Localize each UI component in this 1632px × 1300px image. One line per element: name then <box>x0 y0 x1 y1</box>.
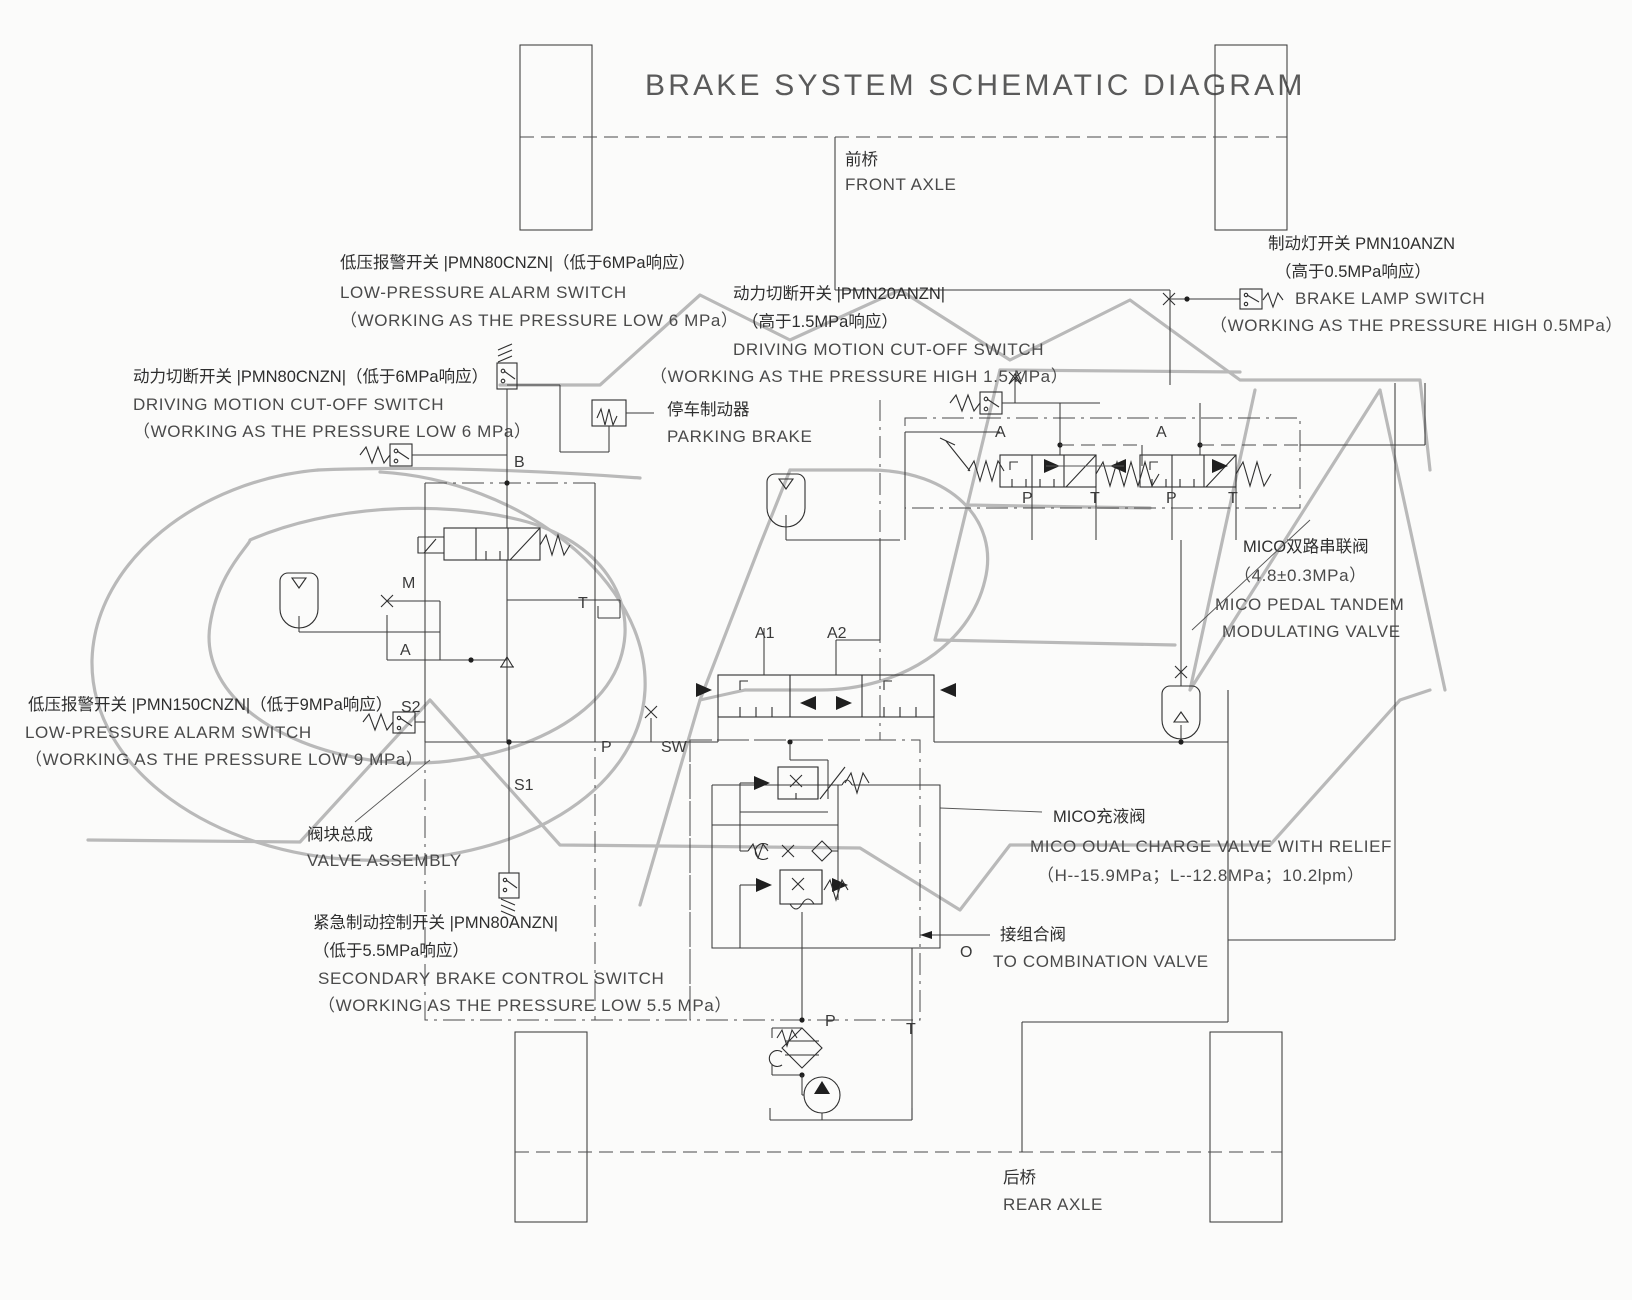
lpa6-cn: 低压报警开关 |PMN80CNZN|（低于6MPa响应） <box>340 253 695 272</box>
front-axle-label-en: FRONT AXLE <box>845 175 957 194</box>
mcv-en: MICO OUAL CHARGE VALVE WITH RELIEF <box>1030 837 1392 856</box>
front-axle-label-cn: 前桥 <box>845 150 878 169</box>
cv-cn: 接组合阀 <box>1000 925 1066 944</box>
pb-cn: 停车制动器 <box>667 400 750 419</box>
label-valve-assembly: 阀块总成 VALVE ASSEMBLY <box>307 759 462 870</box>
mt-en2: MODULATING VALVE <box>1222 622 1401 641</box>
measuring-point-m-icon <box>380 594 441 632</box>
connection-lines <box>424 383 1426 941</box>
dco15-cn2: （高于1.5MPa响应） <box>742 312 898 331</box>
accumulator-icon-upper-left <box>279 572 440 633</box>
port-label-m: M <box>402 575 415 592</box>
cv-en: TO COMBINATION VALVE <box>993 952 1209 971</box>
mico-charge-valve-internals <box>711 739 941 949</box>
parking-brake-icon <box>559 385 654 453</box>
sbcs-cn1: 紧急制动控制开关 |PMN80ANZN| <box>313 913 558 932</box>
dco15-en2: （WORKING AS THE PRESSURE HIGH 1.5 MPa） <box>650 367 1068 386</box>
mt-en1: MICO PEDAL TANDEM <box>1215 595 1404 614</box>
port-label-a: A <box>400 642 411 659</box>
bls-cn2: （高于0.5MPa响应） <box>1275 262 1431 281</box>
lpa9-en1: LOW-PRESSURE ALARM SWITCH <box>25 723 312 742</box>
watermark-open <box>86 288 1447 912</box>
port-label-pump-p: P <box>825 1013 836 1030</box>
electrical-switch-icon-driving-cutoff <box>359 443 507 467</box>
lpa9-en2: （WORKING AS THE PRESSURE LOW 9 MPa） <box>25 750 424 769</box>
lpa6-en1: LOW-PRESSURE ALARM SWITCH <box>340 283 627 302</box>
pressure-line-p <box>425 705 690 745</box>
accumulator-icon-upper-mid <box>766 473 900 541</box>
label-brake-lamp-switch: 制动灯开关 PMN10ANZN （高于0.5MPa响应） BRAKE LAMP … <box>1210 234 1623 335</box>
port-label-tandem-t-right: T <box>1228 490 1238 507</box>
va-cn: 阀块总成 <box>307 825 373 844</box>
port-label-tandem-a-left: A <box>995 424 1006 441</box>
port-label-p: P <box>601 739 612 756</box>
port-label-a1: A1 <box>755 625 775 642</box>
electrical-switch-icon-driving-cutoff-15 <box>949 371 1100 415</box>
port-label-tandem-p-left: P <box>1022 490 1033 507</box>
label-combination-valve: 接组合阀 TO COMBINATION VALVE <box>920 925 1209 971</box>
check-valve-icon-b-line <box>500 655 514 742</box>
dco6-cn: 动力切断开关 |PMN80CNZN|（低于6MPa响应） <box>133 367 488 386</box>
pb-en: PARKING BRAKE <box>667 427 812 446</box>
va-en: VALVE ASSEMBLY <box>307 851 462 870</box>
label-mico-charge-valve: MICO充液阀 MICO OUAL CHARGE VALVE WITH RELI… <box>939 807 1392 885</box>
rear-axle-label-en: REAR AXLE <box>1003 1195 1103 1214</box>
mcv-cn: MICO充液阀 <box>1053 807 1146 826</box>
sbcs-en2: （WORKING AS THE PRESSURE LOW 5.5 MPa） <box>318 996 732 1015</box>
port-label-o: O <box>960 944 972 961</box>
label-driving-cutoff-15mpa: 动力切断开关 |PMN20ANZN| （高于1.5MPa响应） DRIVING … <box>650 284 1068 386</box>
directional-valve-icon-upper <box>386 480 571 672</box>
label-mico-pedal-tandem: MICO双路串联阀 （4.8±0.3MPa） MICO PEDAL TANDEM… <box>1191 519 1404 641</box>
mt-spec: （4.8±0.3MPa） <box>1234 566 1367 585</box>
sbcs-en1: SECONDARY BRAKE CONTROL SWITCH <box>318 969 664 988</box>
accumulator-icon-right <box>1161 540 1201 740</box>
dco15-en1: DRIVING MOTION CUT-OFF SWITCH <box>733 340 1044 359</box>
pressure-switch-icon-s1 <box>498 739 520 918</box>
label-driving-cutoff-6mpa: 动力切断开关 |PMN80CNZN|（低于6MPa响应） DRIVING MOT… <box>133 367 532 441</box>
rear-axle-group <box>514 690 1283 1223</box>
electrical-switch-icon-s2 <box>362 711 425 734</box>
mcv-spec: （H--15.9MPa；L--12.8MPa；10.2lpm） <box>1037 866 1365 885</box>
dco15-cn1: 动力切断开关 |PMN20ANZN| <box>733 284 945 303</box>
port-label-tandem-a-right: A <box>1156 424 1167 441</box>
lpa9-cn: 低压报警开关 |PMN150CNZN|（低于9MPa响应） <box>28 695 392 714</box>
mt-cn: MICO双路串联阀 <box>1243 537 1369 556</box>
tank-return-line-t <box>507 599 621 619</box>
port-label-a2: A2 <box>827 625 847 642</box>
pump-filter-group <box>768 948 913 1121</box>
port-label-s2: S2 <box>401 699 421 716</box>
port-label-b: B <box>514 454 525 471</box>
port-label-s1: S1 <box>514 777 534 794</box>
port-label-sw: SW <box>661 739 688 756</box>
dco6-en1: DRIVING MOTION CUT-OFF SWITCH <box>133 395 444 414</box>
label-parking-brake: 停车制动器 PARKING BRAKE <box>667 400 812 446</box>
sbcs-cn2: （低于5.5MPa响应） <box>313 941 469 960</box>
dco6-en2: （WORKING AS THE PRESSURE LOW 6 MPa） <box>133 422 532 441</box>
bls-en1: BRAKE LAMP SWITCH <box>1295 289 1485 308</box>
mico-tandem-valve <box>904 403 1300 540</box>
bls-cn1: 制动灯开关 PMN10ANZN <box>1268 234 1455 253</box>
label-low-pressure-alarm-6mpa: 低压报警开关 |PMN80CNZN|（低于6MPa响应） LOW-PRESSUR… <box>340 253 739 330</box>
pressure-switch-icon-b <box>496 343 518 483</box>
port-label-t: T <box>578 595 588 612</box>
lpa6-en2: （WORKING AS THE PRESSURE LOW 6 MPa） <box>340 311 739 330</box>
rear-axle-label-cn: 后桥 <box>1003 1168 1036 1187</box>
directional-valve-icon-a1a2 <box>696 540 956 742</box>
port-label-tandem-t-left: T <box>1090 490 1100 507</box>
bls-en2: （WORKING AS THE PRESSURE HIGH 0.5MPa） <box>1210 316 1623 335</box>
mico-charge-valve-boundary <box>689 739 921 1021</box>
label-low-pressure-alarm-9mpa: 低压报警开关 |PMN150CNZN|（低于9MPa响应） LOW-PRESSU… <box>25 695 424 769</box>
port-label-tandem-p-right: P <box>1166 490 1177 507</box>
front-axle-group <box>519 44 1288 385</box>
port-label-pump-t: T <box>906 1021 916 1038</box>
brake-lamp-switch-icon <box>1162 288 1284 310</box>
page-title: BRAKE SYSTEM SCHEMATIC DIAGRAM <box>645 69 1306 102</box>
label-secondary-brake-control-switch: 紧急制动控制开关 |PMN80ANZN| （低于5.5MPa响应） SECOND… <box>313 913 732 1015</box>
